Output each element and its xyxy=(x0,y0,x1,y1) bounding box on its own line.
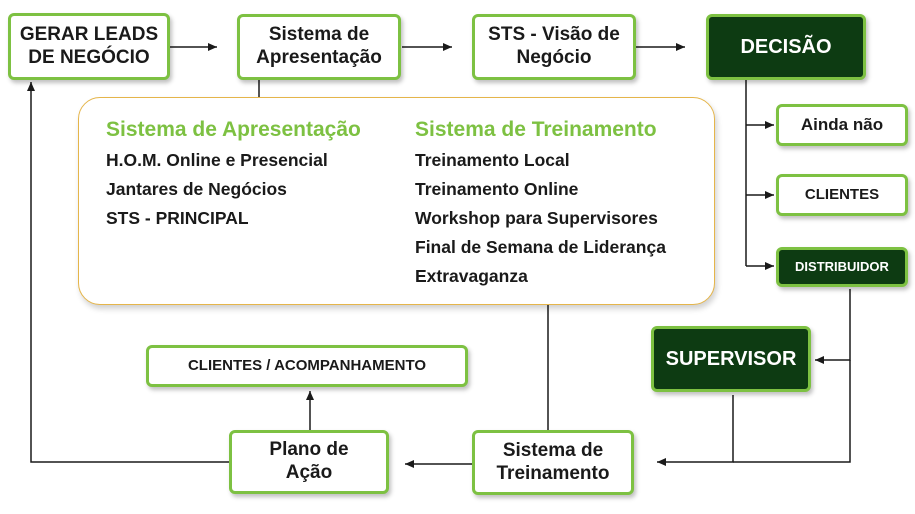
box-ainda-nao: Ainda não xyxy=(776,104,908,146)
apresentacao-column: Sistema de Apresentação H.O.M. Online e … xyxy=(106,118,361,233)
list-item: Treinamento Online xyxy=(415,179,579,199)
box-sistema-apresentacao: Sistema de Apresentação xyxy=(237,14,401,80)
list-item: Final de Semana de Liderança xyxy=(415,237,666,257)
box-distribuidor: DISTRIBUIDOR xyxy=(776,247,908,287)
list-item: Workshop para Supervisores xyxy=(415,208,658,228)
arrow-plano-to-leads xyxy=(27,82,229,463)
box-supervisor: SUPERVISOR xyxy=(651,326,811,392)
list-item: Jantares de Negócios xyxy=(106,179,287,199)
treinamento-title: Sistema de Treinamento xyxy=(415,118,657,141)
apresentacao-title: Sistema de Apresentação xyxy=(106,118,361,141)
box-clientes: CLIENTES xyxy=(776,174,908,216)
arrow-distribuidor-to-supervisor xyxy=(815,289,851,364)
list-item: Extravaganza xyxy=(415,266,528,286)
arrow-supervisor-to-treinamento xyxy=(657,395,734,466)
box-plano-acao: Plano de Ação xyxy=(229,430,389,494)
box-gerar-leads: GERAR LEADS DE NEGÓCIO xyxy=(8,13,170,80)
systems-panel: Sistema de Apresentação H.O.M. Online e … xyxy=(78,97,715,305)
treinamento-list: Treinamento Local Treinamento Online Wor… xyxy=(415,146,666,291)
list-item: Treinamento Local xyxy=(415,150,570,170)
treinamento-column: Sistema de Treinamento Treinamento Local… xyxy=(415,118,666,291)
list-item: STS - PRINCIPAL xyxy=(106,208,249,228)
box-decisao: DECISÃO xyxy=(706,14,866,80)
box-clientes-acompanhamento: CLIENTES / ACOMPANHAMENTO xyxy=(146,345,468,387)
box-sistema-treinamento: Sistema de Treinamento xyxy=(472,430,634,495)
line-distribuidor-bottom xyxy=(733,360,851,463)
list-item: H.O.M. Online e Presencial xyxy=(106,150,328,170)
box-sts-visao: STS - Visão de Negócio xyxy=(472,14,636,80)
apresentacao-list: H.O.M. Online e Presencial Jantares de N… xyxy=(106,146,361,233)
